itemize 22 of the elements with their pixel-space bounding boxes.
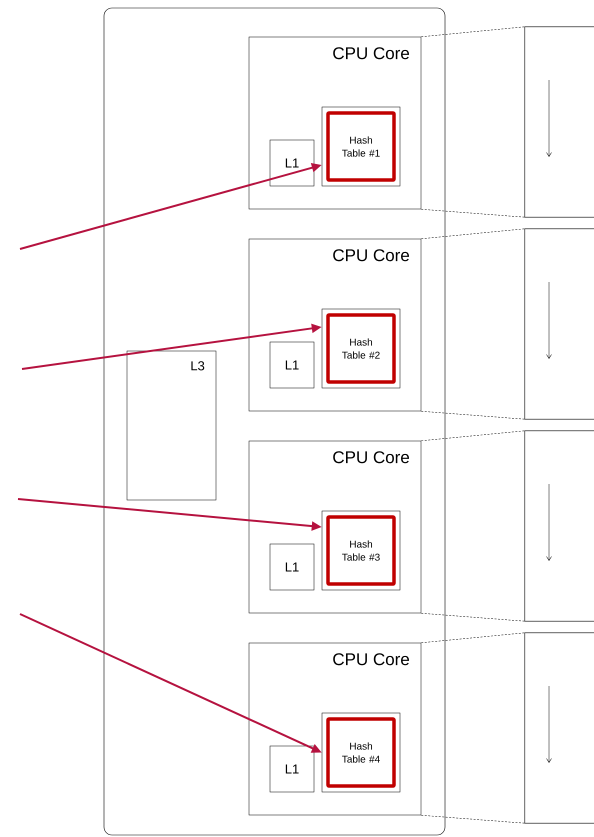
cache-box: L3	[126, 350, 216, 500]
zoom-line	[421, 430, 526, 441]
memory-block	[524, 632, 594, 824]
cache-box: L1	[270, 544, 314, 590]
hash-table-box: Hash Table #3	[322, 510, 400, 590]
zoom-line	[421, 632, 526, 643]
cache-box: L1	[270, 140, 314, 186]
cache-box: L1	[270, 342, 314, 388]
memory-block	[524, 430, 594, 622]
zoom-line	[421, 26, 526, 37]
chip-outline	[104, 8, 446, 836]
cache-box: L1	[270, 746, 314, 792]
hash-table-box: Hash Table #1	[322, 106, 400, 186]
zoom-line	[421, 209, 526, 218]
hash-table-box: Hash Table #2	[322, 308, 400, 388]
zoom-line	[421, 411, 526, 420]
zoom-line	[421, 815, 526, 824]
zoom-line	[421, 228, 526, 239]
memory-block	[524, 26, 594, 218]
hash-table-box: Hash Table #4	[322, 712, 400, 792]
memory-block	[524, 228, 594, 420]
zoom-line	[421, 613, 526, 622]
